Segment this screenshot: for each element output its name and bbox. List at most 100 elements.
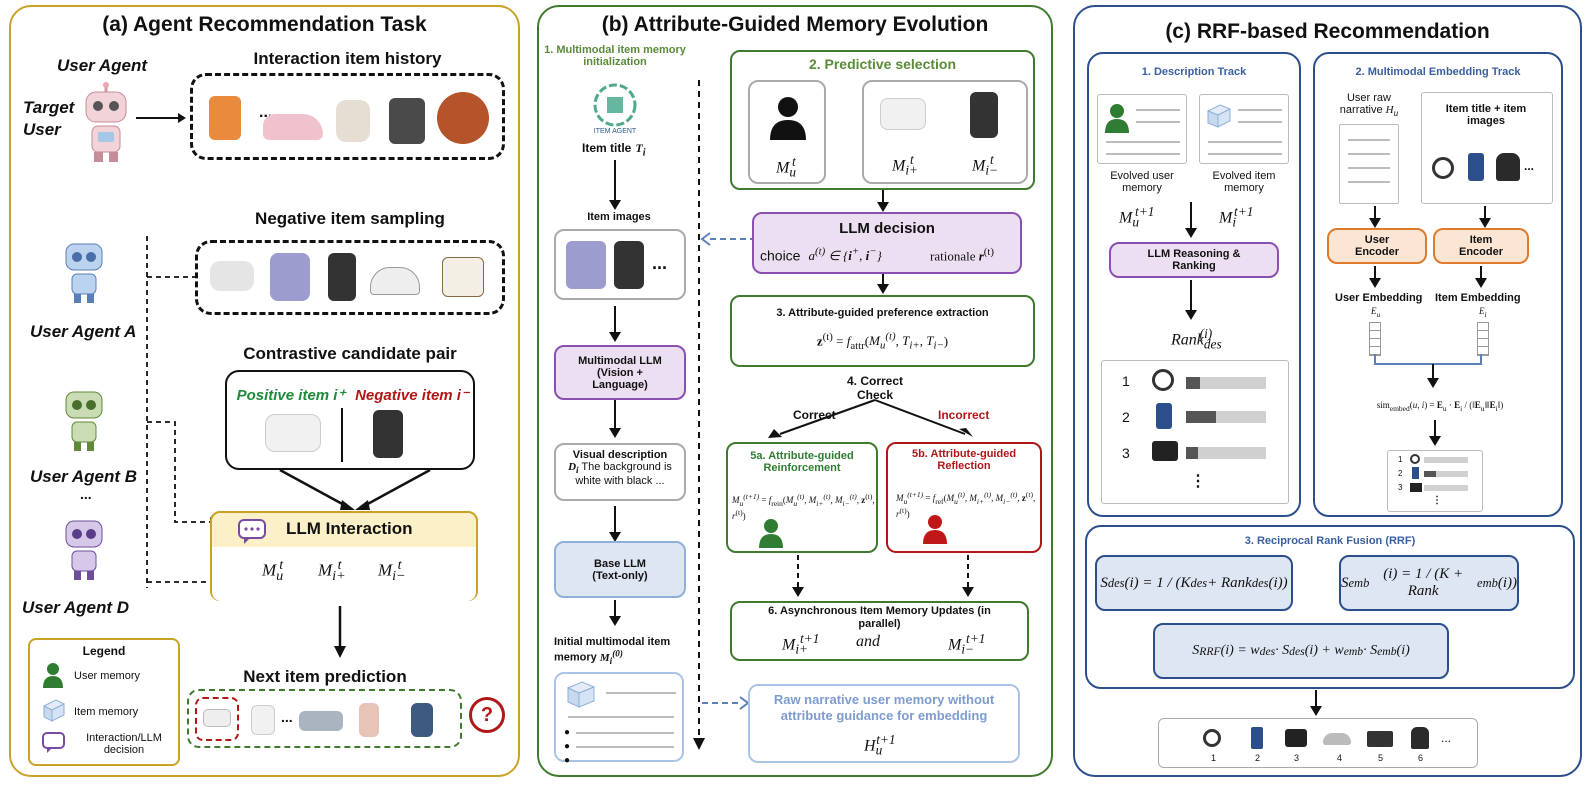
initial-memory-label: Initial multimodal item memory Mi(0) xyxy=(554,636,671,666)
score-bar xyxy=(1424,457,1468,463)
camera-icon xyxy=(1152,441,1178,461)
item-encoder-box: Item Encoder xyxy=(1433,228,1529,264)
sim-text: sim xyxy=(1376,400,1390,410)
dashed-divider xyxy=(692,80,706,750)
raw-user-memory-symbol: Hut+1 xyxy=(864,732,896,758)
user-memory-m: M xyxy=(262,560,277,580)
check-branch-arrows xyxy=(760,398,990,440)
final-rank-number: 4 xyxy=(1337,753,1343,763)
score-bar xyxy=(1186,447,1266,459)
earbuds-thumbnail xyxy=(210,261,254,291)
cap-thumbnail xyxy=(370,267,420,295)
user-icon xyxy=(922,514,948,549)
similarity-bracket xyxy=(1373,354,1493,390)
negative-sampling-box xyxy=(195,240,505,315)
headphones-icon xyxy=(1203,729,1221,747)
phone-thumbnail xyxy=(411,703,433,737)
score-bar xyxy=(1424,471,1468,477)
panel-b-title: (b) Attribute-Guided Memory Evolution xyxy=(601,13,989,36)
text-line xyxy=(1106,141,1180,143)
item-title-images-label: Item title + item images xyxy=(1445,103,1527,127)
user-agent-a-label: User Agent A xyxy=(30,322,137,341)
reflection-box: 5b. Attribute-guided Reflection Mu(t+1) … xyxy=(886,442,1042,553)
evolved-item-symbol: Mit+1 xyxy=(1219,204,1254,230)
phone-thumbnail xyxy=(614,241,644,289)
evolved-item-card xyxy=(1199,94,1289,164)
sweater-thumbnail xyxy=(566,241,606,289)
async-update-box: 6. Asynchronous Item Memory Updates (in … xyxy=(730,601,1029,661)
camera-icon xyxy=(1410,483,1422,492)
llm-interaction-title: LLM Interaction xyxy=(286,519,413,538)
incorrect-label: Incorrect xyxy=(938,408,990,422)
score-fill xyxy=(1186,447,1198,459)
target-user-label: Target User xyxy=(23,98,75,139)
arrow-to-emb-rank xyxy=(1429,420,1441,448)
user-memory-m: M xyxy=(776,159,790,177)
user-encoder-box: User Encoder xyxy=(1327,228,1427,264)
images-ellipsis: ... xyxy=(652,253,668,273)
dashed-feedback-arrow xyxy=(700,232,752,246)
text-line xyxy=(1238,121,1282,123)
item-title-text: Item title xyxy=(582,141,632,155)
arrow-target-to-history xyxy=(136,111,186,123)
user-agent-b-label: User Agent B xyxy=(30,467,138,486)
panel-agent-recommendation xyxy=(9,5,520,777)
pair-title: Contrastive candidate pair xyxy=(243,344,457,363)
shoe-icon xyxy=(1323,733,1351,745)
panel-c-title: (c) RRF-based Recommendation xyxy=(1165,20,1490,43)
text-line xyxy=(1208,153,1282,155)
score-fill xyxy=(1424,471,1436,477)
visual-description-box: Visual description Di The background is … xyxy=(554,443,686,501)
item-images-label: Item images xyxy=(587,211,651,223)
user-agent-b-robot-icon xyxy=(60,386,108,452)
evolved-item-label: Evolved item memory xyxy=(1212,170,1276,194)
positive-memory-m: M xyxy=(318,560,333,580)
multimodal-llm-box: Multimodal LLM (Vision + Language) xyxy=(554,345,686,400)
sneaker-thumbnail xyxy=(263,114,323,140)
choice-label: choice xyxy=(760,247,801,264)
basketball-thumbnail xyxy=(437,92,489,144)
watch-thumbnail xyxy=(336,100,370,142)
headphones-icon xyxy=(1410,454,1420,464)
reflect-formula: Mu(t+1) = fref(Mu(t), Mi+(t), Mi−(t), z(… xyxy=(896,490,1036,519)
interaction-history-box: ... xyxy=(190,73,505,160)
text-line xyxy=(1238,109,1282,111)
negative-memory-m: M xyxy=(378,560,393,580)
rank-number: 3 xyxy=(1122,445,1130,461)
chat-bubble-icon xyxy=(238,519,268,545)
positive-memory-symbol: Mi+t xyxy=(892,152,919,178)
phone-thumbnail xyxy=(209,96,241,140)
update-arrows xyxy=(790,555,980,599)
evolved-item-m: M xyxy=(1219,209,1233,227)
rank-number: 2 xyxy=(1122,409,1130,425)
negative-item-label: Negative item i⁻ xyxy=(355,387,469,404)
user-raw-text: User raw narrative xyxy=(1339,92,1391,116)
next-prediction-title: Next item prediction xyxy=(243,667,407,686)
agent-connectors xyxy=(140,232,220,592)
panel-a-title: (a) Agent Recommendation Task xyxy=(102,13,427,36)
description-track-box: 1. Description Track Evolved user memory… xyxy=(1087,52,1301,517)
user-embedding-vector xyxy=(1369,322,1381,356)
negative-next-m: M xyxy=(948,636,962,654)
final-rank-number: 1 xyxy=(1211,753,1217,763)
legend-title: Legend xyxy=(82,644,126,658)
reflection-title: 5b. Attribute-guided Reflection xyxy=(911,448,1017,472)
rank-more: ⋮ xyxy=(1432,495,1442,506)
phone-thumbnail xyxy=(328,253,356,301)
target-user-robot-icon xyxy=(78,82,134,164)
item-memory-icon xyxy=(1206,103,1232,129)
phone-icon xyxy=(1156,403,1172,429)
evolved-user-m: M xyxy=(1119,209,1133,227)
airpods-thumbnail xyxy=(880,98,926,130)
embedding-arrows xyxy=(1369,266,1509,290)
text-line xyxy=(1136,121,1180,123)
text-line xyxy=(606,692,676,694)
legend-user-memory-label: User memory xyxy=(74,670,141,682)
score-bar xyxy=(1424,485,1468,491)
text-line xyxy=(1348,181,1390,183)
user-icon xyxy=(1104,103,1130,138)
user-memory-symbol: Mut xyxy=(776,154,796,180)
